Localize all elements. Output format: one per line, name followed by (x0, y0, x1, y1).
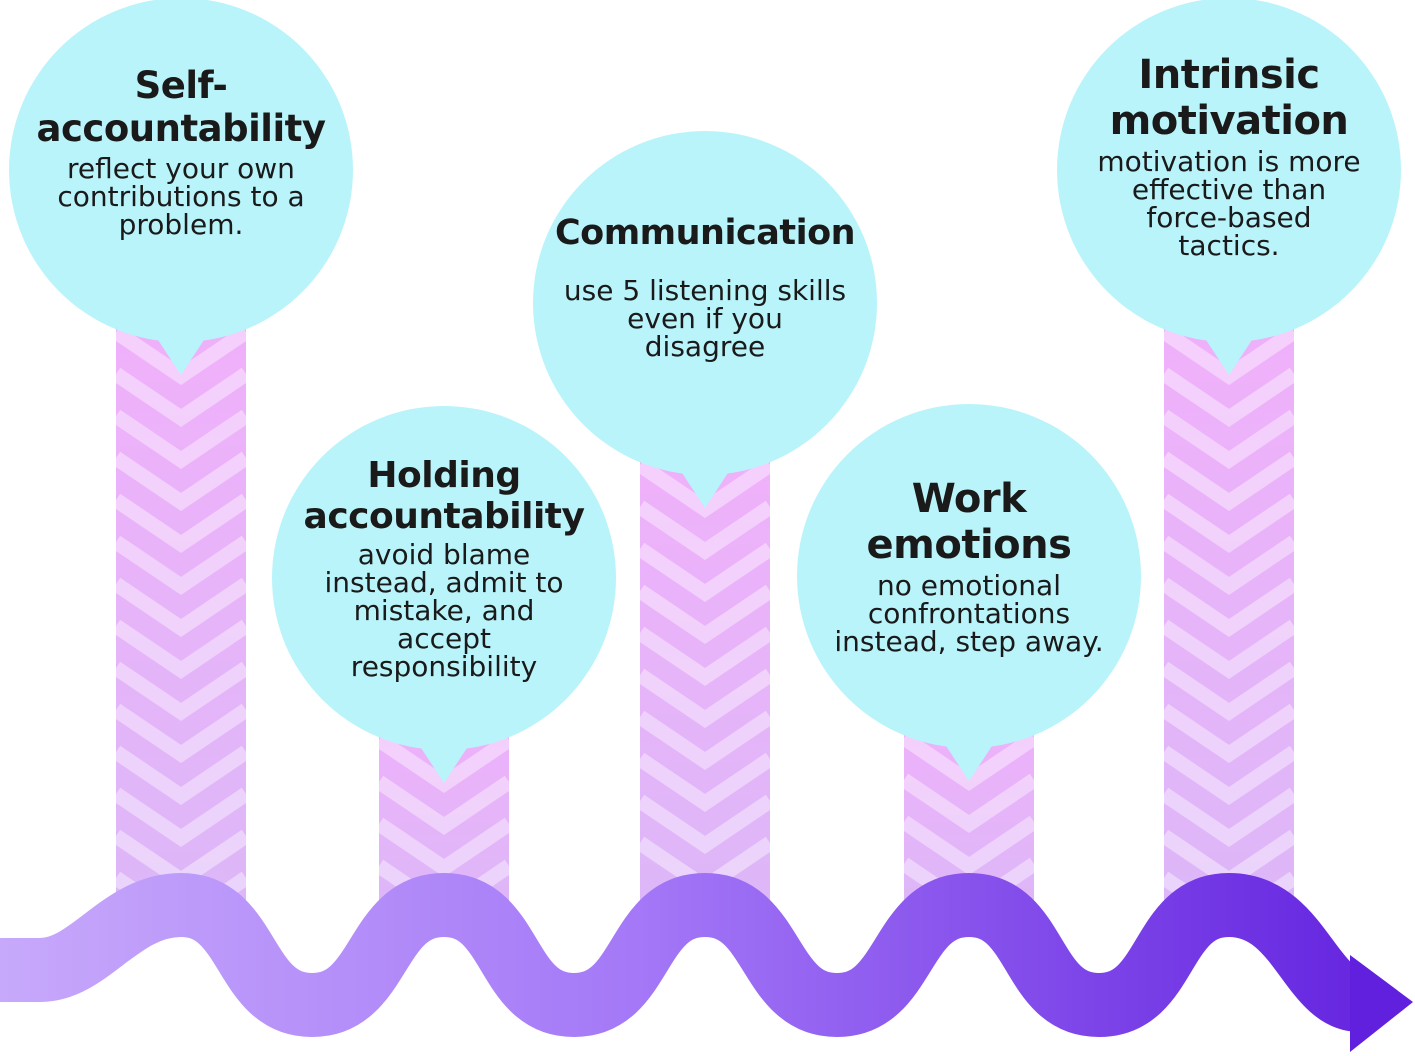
chevron-mark (635, 794, 775, 855)
bubble-pointer (931, 723, 1007, 781)
chevron-mark (1159, 367, 1299, 428)
chevron-mark (111, 535, 251, 596)
chevron-mark (635, 542, 775, 603)
chevron-mark (635, 710, 775, 771)
chevron-mark (1159, 703, 1299, 764)
chevron-mark (111, 619, 251, 680)
chevron-mark (1159, 451, 1299, 512)
bubble-circle (533, 131, 877, 475)
chevron-mark (635, 458, 775, 519)
chevron-mark (1159, 577, 1299, 638)
stem-bar (640, 430, 770, 905)
chevron-mark (111, 745, 251, 806)
chevron-mark (111, 787, 251, 848)
chevron-mark (899, 773, 1039, 834)
chevron-mark (635, 500, 775, 561)
item-title: Self-accountability (36, 64, 326, 150)
chevron-mark (111, 493, 251, 554)
chevron-mark (1159, 787, 1299, 848)
chevron-mark (1159, 661, 1299, 722)
bubble-circle (272, 406, 616, 750)
chevron-mark (635, 668, 775, 729)
chevron-mark (1159, 409, 1299, 470)
wave-layer (0, 873, 1413, 1052)
bubbles-layer (9, 0, 1401, 783)
wave-arrow-head (1350, 955, 1413, 1052)
chevron-mark (899, 731, 1039, 792)
chevron-mark (111, 325, 251, 386)
bubble-pointer (667, 450, 743, 508)
chevron-mark (1159, 745, 1299, 806)
chevron-mark (374, 775, 514, 836)
chevron-mark (111, 703, 251, 764)
chevron-mark (899, 815, 1039, 876)
item-title: Communication (554, 212, 856, 253)
chevron-mark (374, 733, 514, 794)
chevron-mark (1159, 535, 1299, 596)
chevron-mark (111, 577, 251, 638)
chevron-mark (374, 817, 514, 878)
bubble-pointer (143, 317, 219, 375)
chevron-mark (635, 626, 775, 687)
chevron-mark (635, 752, 775, 813)
bubble-pointer (1191, 317, 1267, 375)
chevron-mark (111, 451, 251, 512)
wave-arrow-body (0, 873, 1364, 1037)
bubble-circle (9, 0, 353, 342)
chevron-mark (1159, 325, 1299, 386)
bubble-circle (1057, 0, 1401, 342)
chevron-mark (1159, 493, 1299, 554)
stem-bar (1164, 300, 1294, 905)
chevron-mark (111, 409, 251, 470)
chevron-mark (635, 584, 775, 645)
chevron-mark (1159, 619, 1299, 680)
stem-bar (116, 300, 246, 905)
bubble-pointer (406, 725, 482, 783)
chevron-mark (111, 367, 251, 428)
bubble-circle (797, 404, 1141, 748)
chevron-mark (111, 661, 251, 722)
